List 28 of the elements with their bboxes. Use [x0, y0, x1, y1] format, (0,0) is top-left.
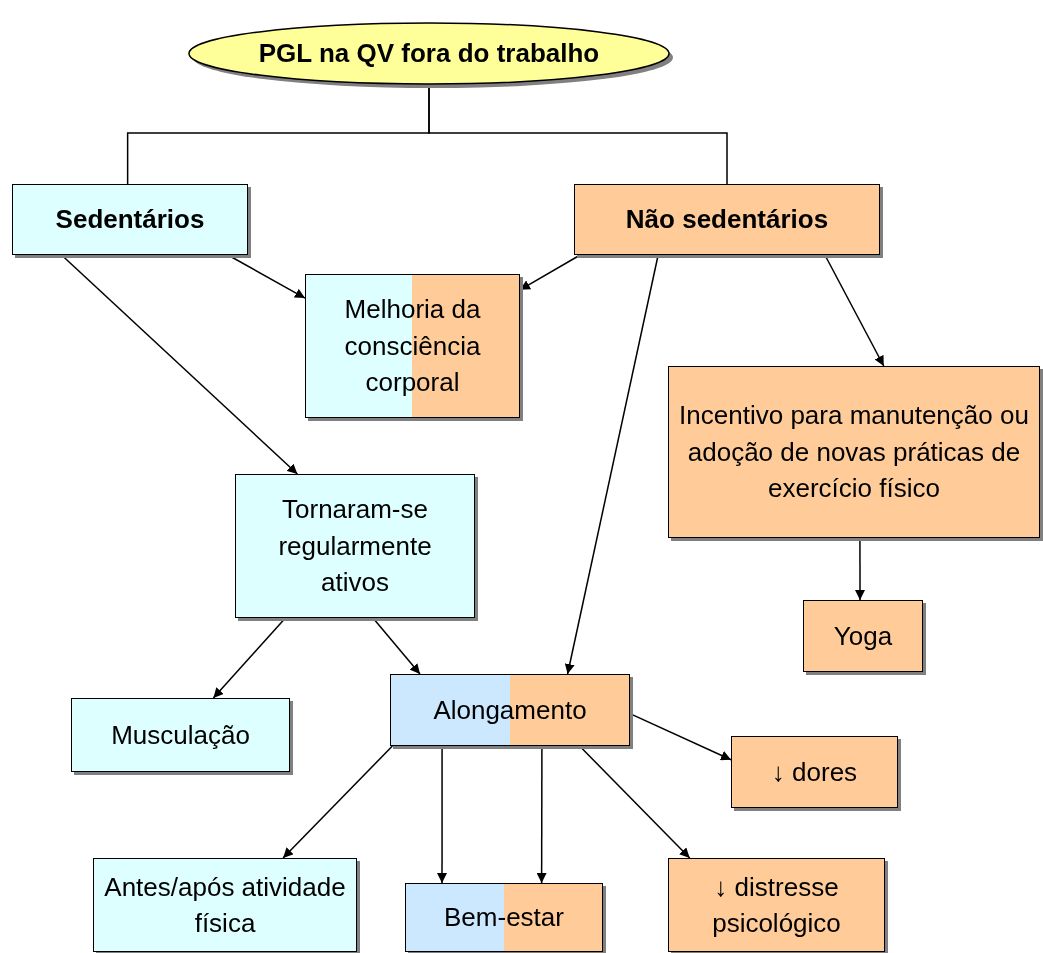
- connector-line: [428, 86, 728, 185]
- concept-box: [305, 274, 520, 418]
- node-text: PGL na QV fora do trabalho: [258, 37, 600, 71]
- node-text: Antes/após atividade física: [104, 870, 346, 940]
- concept-box: [71, 698, 290, 772]
- node-text: ↓ dores: [771, 755, 858, 789]
- node-text: Melhoria da consciência corporal: [343, 293, 482, 400]
- node-text: Yoga: [833, 619, 893, 653]
- node-text: ↓ distresse psicológico: [711, 870, 842, 940]
- concept-box: [405, 883, 603, 952]
- concept-box: [574, 184, 880, 255]
- concept-box: [668, 366, 1040, 538]
- node-text: Alongamento: [433, 693, 587, 727]
- concept-box: [93, 858, 357, 952]
- node-text: Não sedentários: [625, 203, 829, 237]
- arrow: [282, 745, 394, 859]
- concept-box: [235, 474, 475, 618]
- node-text: Bem-estar: [444, 901, 564, 935]
- node-text: Sedentários: [55, 203, 205, 237]
- concept-box: [803, 600, 923, 672]
- node-text: Incentivo para manutenção ou adoção de novas práticas de exercício físico: [679, 399, 1029, 506]
- concept-box: [668, 858, 885, 952]
- node-text: Tornaram-se regularmente ativos: [277, 493, 433, 600]
- concept-box: [12, 184, 248, 255]
- concept-box: [731, 736, 898, 808]
- node-text: Musculação: [111, 718, 250, 752]
- concept-box: [390, 674, 630, 746]
- title-ellipse: [186, 20, 672, 87]
